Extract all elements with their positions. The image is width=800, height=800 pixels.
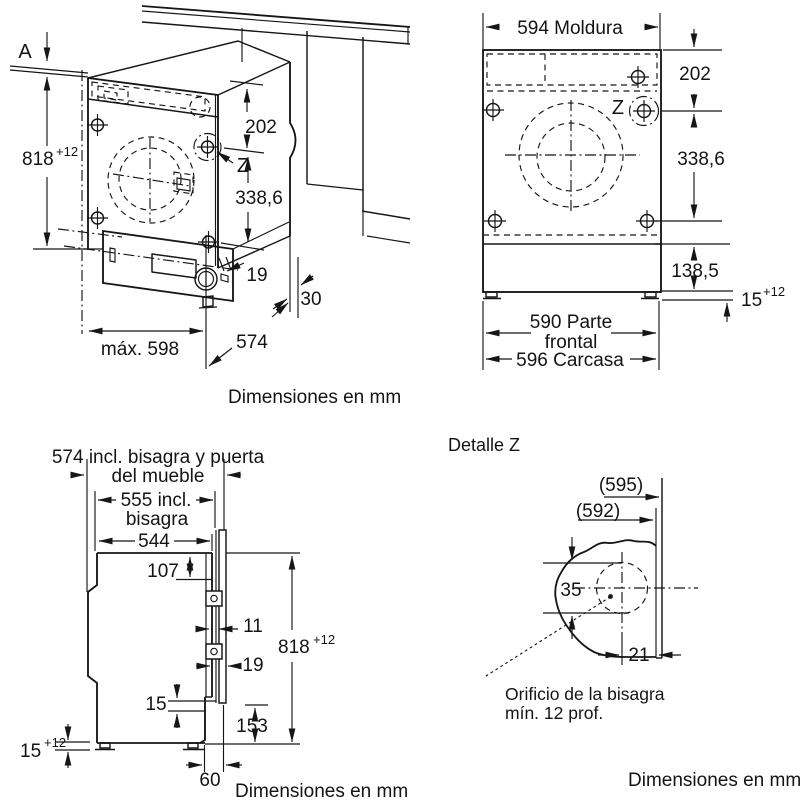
feet-front: [483, 291, 659, 300]
dim-574-door-line1: 574 incl. bisagra y puerta: [52, 447, 265, 468]
dim-596-label: 596 Carcasa: [516, 350, 624, 371]
dim-594-moldura-label: 594 Moldura: [517, 18, 623, 39]
dim-818-label: 818: [22, 149, 54, 170]
dim-153-label: 153: [236, 716, 268, 737]
dim-595-label: (595): [599, 475, 643, 496]
dim-107-label: 107: [147, 561, 179, 582]
dim-21-label: 21: [628, 645, 649, 666]
dim-202-front-label: 202: [679, 64, 711, 85]
machine-body-iso: [87, 40, 297, 309]
worktop-lines: [9, 5, 411, 78]
view-isometric: A 818 +12 202 Z 338,6 19 30 máx. 598 574…: [9, 5, 411, 408]
hinge-note-line1: Orificio de la bisagra: [505, 684, 665, 704]
label-z: Z: [237, 155, 249, 177]
machine-body-side: [87, 529, 227, 751]
side-dimensions: [55, 459, 300, 772]
view-side: 574 incl. bisagra y puerta del mueble 55…: [20, 447, 408, 800]
machine-body-front: [482, 49, 662, 300]
hinges: [205, 590, 223, 660]
view-front: 594 Moldura 202 Z 338,6 138,5 15 +12 590…: [482, 13, 785, 371]
dim-555-line2: bisagra: [126, 509, 189, 530]
niche-bottom-line: [57, 228, 123, 238]
dim-60-label: 60: [199, 770, 220, 791]
dim-30-label: 30: [300, 289, 321, 310]
dim-35-label: 35: [560, 580, 581, 601]
dim-818-side-tolerance: +12: [313, 632, 335, 647]
view-detail-z: Detalle Z (595) (592) 35 21: [448, 435, 800, 791]
dim-15-front-label: 15: [741, 290, 762, 311]
dim-19-label: 19: [246, 265, 267, 286]
z-detail-circle: [193, 132, 222, 162]
hinge-note-line2: mín. 12 prof.: [505, 703, 603, 723]
dim-818-side-label: 818: [278, 637, 310, 658]
dim-15-front-tolerance: +12: [763, 284, 785, 299]
dim-574-label: 574: [236, 332, 268, 353]
dim-11-label: 11: [243, 616, 263, 637]
dim-15-step-label: 15: [145, 694, 166, 715]
dim-555-line1: 555 incl.: [121, 490, 192, 511]
detail-z-dimensions: [543, 493, 681, 665]
dim-19-side-label: 19: [242, 655, 263, 676]
caption-units-side: Dimensiones en mm: [235, 781, 408, 800]
detail-z-title: Detalle Z: [448, 435, 520, 455]
dim-1385-label: 138,5: [671, 261, 719, 282]
dim-544-label: 544: [138, 531, 170, 552]
screw-marks-front: [482, 66, 658, 232]
label-a: A: [18, 41, 32, 63]
screw-marks: [87, 114, 219, 253]
dim-818-tolerance: +12: [56, 144, 78, 159]
detail-z-drawing: [485, 478, 698, 677]
adjacent-cabinet: [306, 31, 411, 244]
machine-bottom-line: [63, 245, 239, 271]
dim-592-label: (592): [576, 501, 620, 522]
dim-3386-label: 338,6: [235, 188, 283, 209]
dim-15-feet-label: 15: [20, 741, 41, 762]
dim-574-door-line2: del mueble: [112, 466, 205, 487]
leader-line: [485, 596, 611, 677]
dim-590-line1: 590 Parte: [530, 312, 612, 333]
dim-3386-front-label: 338,6: [677, 149, 725, 170]
dim-590-line2: frontal: [545, 332, 598, 353]
label-z-front: Z: [612, 97, 624, 119]
dim-202-label: 202: [245, 117, 277, 138]
front-dimensions: [482, 13, 733, 370]
iso-dimensions: [33, 32, 314, 369]
caption-units-top: Dimensiones en mm: [228, 387, 401, 408]
z-detail-circle-front: [628, 95, 660, 127]
caption-units-detail: Dimensiones en mm: [628, 770, 800, 791]
dim-max598-label: máx. 598: [101, 339, 179, 360]
dim-15-feet-tolerance: +12: [44, 735, 66, 750]
feet-side: [95, 742, 204, 751]
